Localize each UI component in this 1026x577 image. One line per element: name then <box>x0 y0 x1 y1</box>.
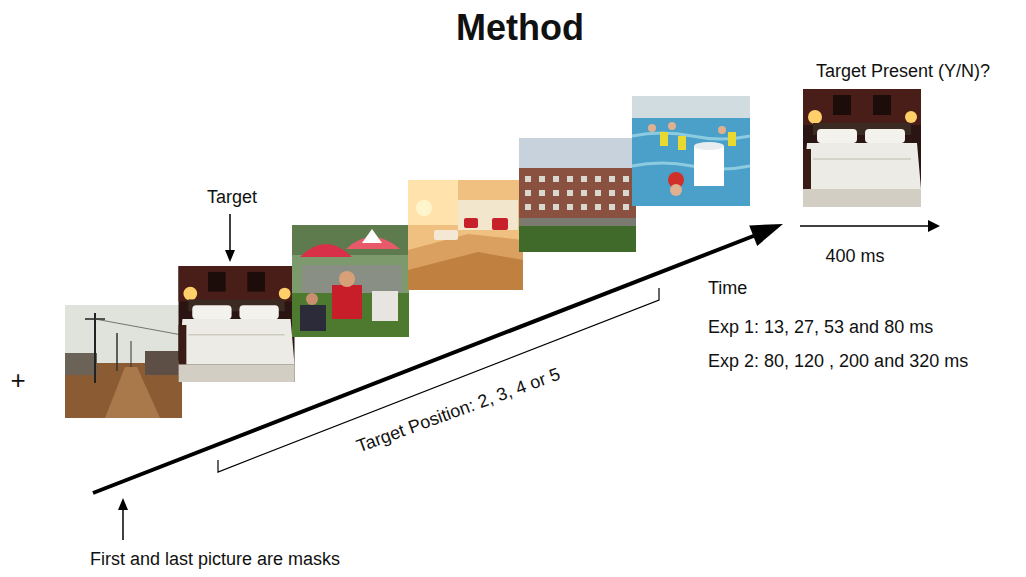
condition-note: Exp 2: 80, 120 , 200 and 320 ms <box>708 351 968 373</box>
question-label-holder: Target Present (Y/N)? <box>816 61 990 83</box>
probe-picture <box>803 89 921 207</box>
condition-note-holder: Exp 2: 80, 120 , 200 and 320 ms <box>708 351 968 373</box>
distractor-picture <box>408 180 523 290</box>
axis-label-holder: Time <box>708 278 747 300</box>
duration-arrow <box>800 225 930 227</box>
duration-arrowhead <box>928 220 940 232</box>
target-label: Target <box>207 187 257 209</box>
duration-label-holder: 400 ms <box>825 246 884 268</box>
question-label: Target Present (Y/N)? <box>816 61 990 83</box>
mask-pointer <box>122 508 124 540</box>
diagram-title-holder: Method <box>456 6 584 49</box>
distractor-picture <box>292 225 409 337</box>
position-label-holder: Target Position: 2, 3, 4 or 5 <box>354 364 564 458</box>
fixation-cross-holder: + <box>10 365 25 396</box>
time-arrowhead <box>749 224 783 246</box>
axis-label: Time <box>708 278 747 300</box>
condition-note: Exp 1: 13, 27, 53 and 80 ms <box>708 317 933 339</box>
target-picture <box>179 266 295 382</box>
mask-pointer-head <box>118 498 128 510</box>
diagram-title: Method <box>456 6 584 49</box>
time-arrow <box>93 235 756 493</box>
condition-note-holder: Exp 1: 13, 27, 53 and 80 ms <box>708 317 933 339</box>
mask-picture <box>65 305 182 418</box>
mask-picture <box>632 96 750 206</box>
mask-note-holder: First and last picture are masks <box>90 549 340 571</box>
mask-note: First and last picture are masks <box>90 549 340 571</box>
target-pointer-head <box>225 250 235 262</box>
position-label: Target Position: 2, 3, 4 or 5 <box>354 364 564 458</box>
position-bracket <box>218 288 659 472</box>
target-label-holder: Target <box>207 187 257 209</box>
duration-label: 400 ms <box>825 246 884 268</box>
distractor-picture <box>519 138 636 252</box>
fixation-cross: + <box>10 365 25 396</box>
target-pointer <box>229 214 231 252</box>
